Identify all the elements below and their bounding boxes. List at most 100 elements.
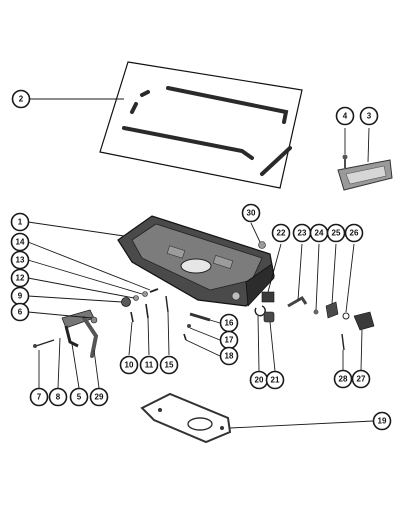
callout-10: 10 bbox=[119, 355, 139, 375]
callout-22: 22 bbox=[271, 223, 291, 243]
callout-17: 17 bbox=[219, 330, 239, 350]
left-hardware bbox=[33, 288, 211, 358]
callout-15: 15 bbox=[159, 355, 179, 375]
seal-strip-bottom bbox=[122, 126, 254, 160]
svg-text:4: 4 bbox=[343, 112, 348, 121]
svg-text:27: 27 bbox=[357, 375, 366, 384]
screw-28 bbox=[341, 333, 345, 351]
svg-text:8: 8 bbox=[56, 393, 61, 402]
cover-screw-head bbox=[342, 154, 348, 160]
callout-4: 4 bbox=[335, 106, 355, 126]
svg-text:18: 18 bbox=[225, 352, 234, 361]
svg-text:28: 28 bbox=[339, 375, 348, 384]
svg-text:16: 16 bbox=[225, 319, 234, 328]
svg-text:9: 9 bbox=[18, 292, 23, 301]
cover-plate-group bbox=[337, 154, 393, 191]
svg-text:10: 10 bbox=[125, 361, 134, 370]
svg-text:14: 14 bbox=[16, 238, 25, 247]
svg-text:2: 2 bbox=[19, 95, 24, 104]
svg-text:15: 15 bbox=[165, 361, 174, 370]
grommet-22 bbox=[261, 291, 275, 303]
cowl-rib-2 bbox=[212, 255, 234, 269]
callout-12: 12 bbox=[10, 268, 30, 288]
svg-text:11: 11 bbox=[145, 361, 154, 370]
callouts: 2 4 3 30 1 22 23 24 25 26 14 13 12 9 6 1… bbox=[10, 89, 392, 431]
callout-27: 27 bbox=[351, 369, 371, 389]
svg-text:22: 22 bbox=[277, 229, 286, 238]
callout-29: 29 bbox=[89, 387, 109, 407]
svg-text:12: 12 bbox=[16, 274, 25, 283]
screw-10 bbox=[130, 311, 134, 323]
right-hardware bbox=[254, 241, 375, 351]
svg-text:19: 19 bbox=[378, 417, 387, 426]
svg-text:5: 5 bbox=[77, 393, 82, 402]
gasket bbox=[140, 392, 232, 444]
seal-strip-assembly bbox=[99, 61, 303, 189]
callout-14: 14 bbox=[10, 232, 30, 252]
seal-strip-corner-left-2 bbox=[140, 90, 150, 97]
gasket-center-hole bbox=[187, 417, 213, 431]
knob-27 bbox=[353, 311, 375, 331]
svg-text:20: 20 bbox=[255, 376, 264, 385]
svg-text:6: 6 bbox=[18, 308, 23, 317]
svg-text:7: 7 bbox=[37, 393, 42, 402]
callout-25: 25 bbox=[326, 223, 346, 243]
screw-18 bbox=[183, 333, 187, 341]
screw-11 bbox=[145, 303, 149, 319]
callout-3: 3 bbox=[359, 106, 379, 126]
callout-1: 1 bbox=[10, 212, 30, 232]
plug-30 bbox=[258, 241, 266, 249]
latch-25 bbox=[325, 301, 339, 319]
washer-13 bbox=[142, 291, 148, 297]
svg-text:24: 24 bbox=[315, 229, 324, 238]
svg-text:17: 17 bbox=[225, 336, 234, 345]
gasket-bolt-hole-2 bbox=[220, 426, 224, 430]
svg-text:30: 30 bbox=[247, 209, 256, 218]
screw-17 bbox=[187, 324, 191, 328]
svg-text:13: 13 bbox=[16, 256, 25, 265]
latch-bushing bbox=[90, 316, 98, 324]
callout-9: 9 bbox=[10, 286, 30, 306]
svg-text:1: 1 bbox=[18, 218, 23, 227]
screw-15 bbox=[165, 295, 169, 313]
callout-18: 18 bbox=[219, 346, 239, 366]
ring-26 bbox=[342, 312, 350, 320]
grommet-21 bbox=[263, 311, 275, 323]
svg-text:25: 25 bbox=[332, 229, 341, 238]
svg-text:26: 26 bbox=[350, 229, 359, 238]
seal-strip-top bbox=[166, 86, 289, 124]
cover-plate-inset bbox=[345, 165, 387, 185]
seal-frame-outline bbox=[99, 61, 303, 189]
callout-13: 13 bbox=[10, 250, 30, 270]
latch-pin bbox=[35, 339, 55, 347]
callout-26: 26 bbox=[344, 223, 364, 243]
callout-5: 5 bbox=[69, 387, 89, 407]
bottom-cowl bbox=[117, 215, 275, 307]
callout-28: 28 bbox=[333, 369, 353, 389]
svg-text:21: 21 bbox=[271, 376, 280, 385]
callout-30: 30 bbox=[241, 203, 261, 223]
gasket-bolt-hole-1 bbox=[158, 408, 162, 412]
callout-11: 11 bbox=[139, 355, 159, 375]
callout-24: 24 bbox=[309, 223, 329, 243]
seal-strip-right bbox=[260, 146, 292, 176]
callout-16: 16 bbox=[219, 313, 239, 333]
stud-14 bbox=[149, 288, 159, 293]
latch-pin-head bbox=[33, 344, 37, 348]
washer-24 bbox=[313, 309, 319, 315]
svg-text:29: 29 bbox=[95, 393, 104, 402]
leader-lines bbox=[27, 98, 374, 429]
cowl-rib-1 bbox=[166, 245, 186, 259]
gasket-outline bbox=[140, 392, 232, 444]
callout-23: 23 bbox=[292, 223, 312, 243]
callout-20: 20 bbox=[249, 370, 269, 390]
callout-2: 2 bbox=[11, 89, 31, 109]
callout-21: 21 bbox=[265, 370, 285, 390]
lever-23 bbox=[287, 296, 308, 308]
svg-text:3: 3 bbox=[367, 112, 372, 121]
callout-8: 8 bbox=[48, 387, 68, 407]
cowl-front-wall bbox=[245, 263, 275, 307]
bushing-9 bbox=[121, 297, 131, 307]
latch-handle bbox=[82, 316, 99, 358]
